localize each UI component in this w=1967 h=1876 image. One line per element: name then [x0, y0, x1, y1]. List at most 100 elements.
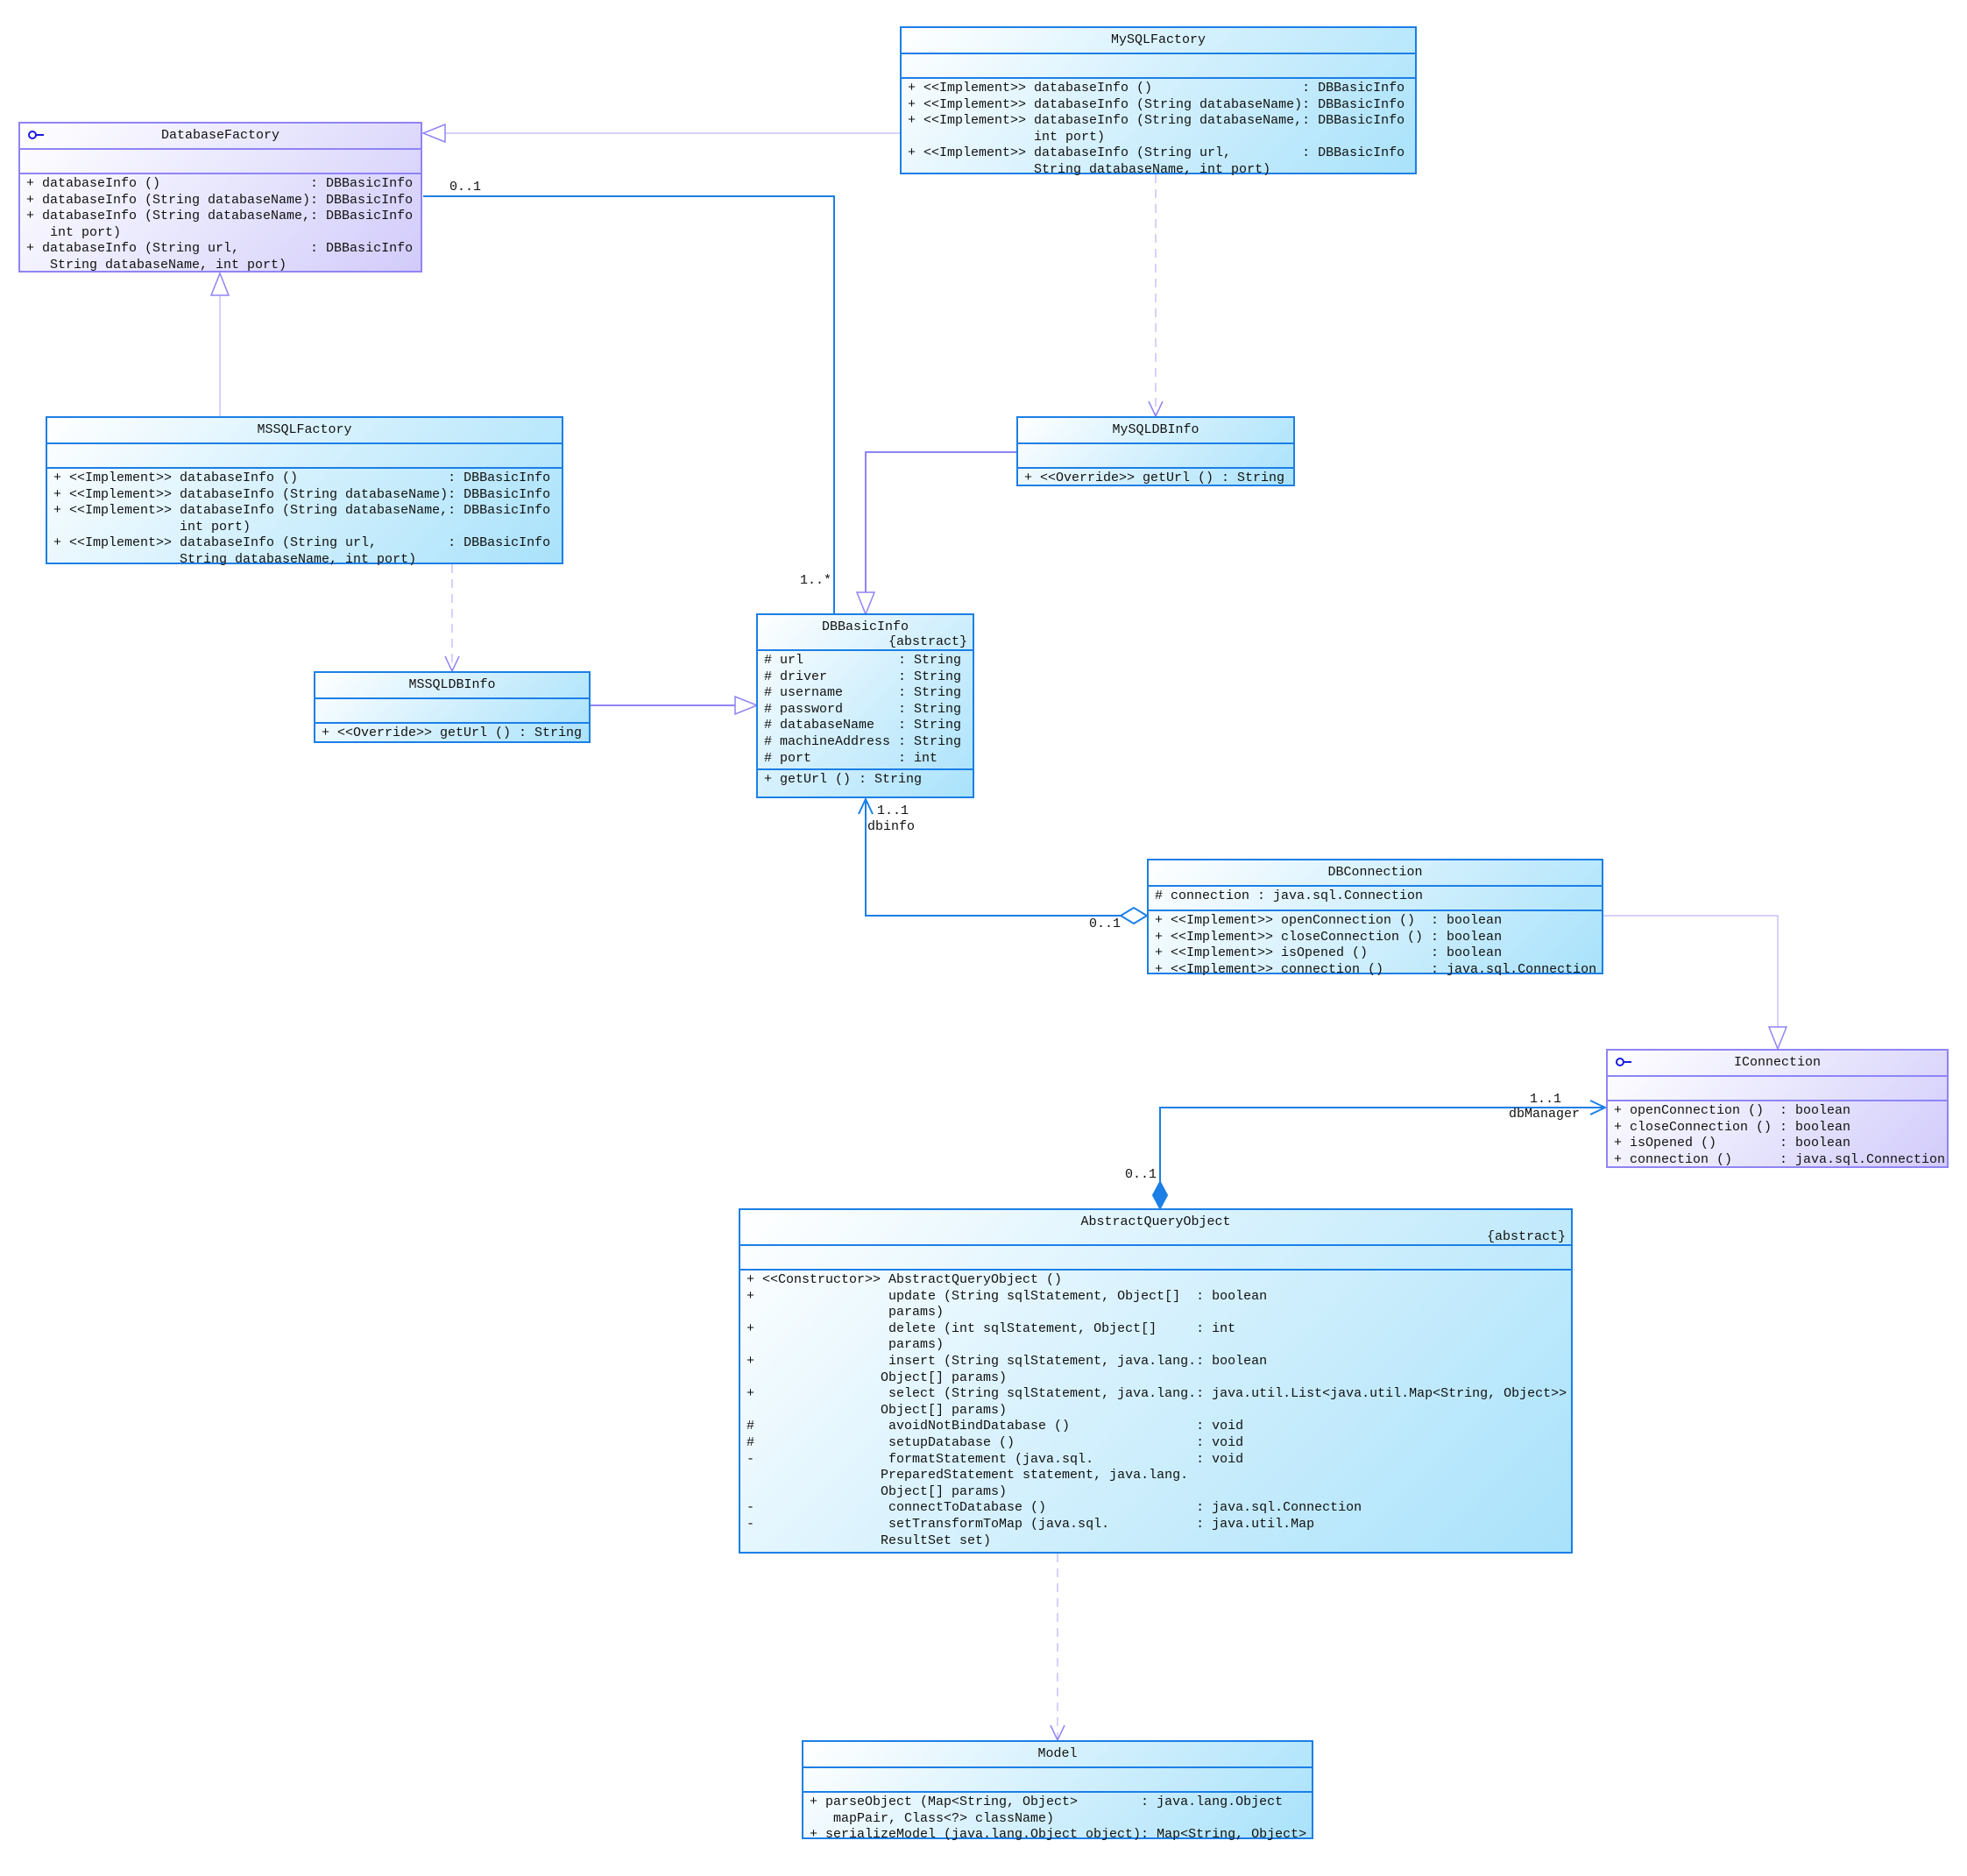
attributes-section — [902, 54, 1415, 79]
operation: + <<Implement>> databaseInfo (String dat… — [53, 503, 551, 534]
class-header: MySQLFactory — [902, 28, 1415, 54]
attributes-section: # url : String# driver : String# usernam… — [758, 651, 973, 771]
attributes-section — [1608, 1077, 1947, 1101]
operation: - formatStatement (java.sql. : void Prep… — [746, 1451, 1244, 1499]
operation: + <<Constructor>> AbstractQueryObject () — [746, 1272, 1063, 1287]
attributes-section — [1018, 444, 1293, 469]
attributes-section — [315, 699, 589, 724]
operation: + insert (String sqlStatement, java.lang… — [746, 1353, 1268, 1385]
class-name: MSSQLDBInfo — [408, 677, 496, 692]
class-header: Model — [803, 1742, 1312, 1768]
class-name: IConnection — [1733, 1055, 1822, 1070]
composition-diamond-icon — [1151, 1179, 1169, 1211]
operation: + <<Implement>> databaseInfo (String url… — [908, 145, 1405, 177]
class-model[interactable]: Model + parseObject (Map<String, Object> … — [802, 1740, 1313, 1842]
abstract-modifier: {abstract} — [888, 634, 967, 649]
operation: + <<Implement>> openConnection () : bool… — [1155, 913, 1503, 928]
class-database-factory[interactable]: DatabaseFactory + databaseInfo () : DBBas… — [18, 122, 422, 273]
class-header: MySQLDBInfo — [1018, 418, 1293, 444]
operation: + <<Implement>> databaseInfo () : DBBasi… — [908, 81, 1405, 96]
operations-section: + <<Override>> getUrl () : String — [1018, 469, 1293, 492]
class-name: AbstractQueryObject — [1080, 1214, 1231, 1229]
class-header: IConnection — [1608, 1051, 1947, 1077]
operations-section: + <<Implement>> databaseInfo () : DBBasi… — [902, 79, 1415, 177]
attribute: # machineAddress : String — [764, 733, 962, 749]
operation: - setTransformToMap (java.sql. : java.ut… — [746, 1516, 1315, 1548]
operations-section: + openConnection () : boolean+ closeConn… — [1608, 1101, 1947, 1167]
class-name: DatabaseFactory — [160, 128, 280, 143]
operation: + getUrl () : String — [764, 772, 923, 788]
operation: + closeConnection () : boolean — [1614, 1119, 1851, 1135]
operation: + <<Implement>> databaseInfo (String dat… — [53, 486, 551, 502]
interface-lollipop-icon — [1615, 1056, 1632, 1068]
multiplicity-label: 1..1 — [877, 803, 909, 818]
operation: + <<Implement>> isOpened () : boolean — [1155, 945, 1503, 961]
operation: + select (String sqlStatement, java.lang… — [746, 1386, 1567, 1418]
attribute: # driver : String — [764, 669, 962, 684]
operation: + databaseInfo (String databaseName): DB… — [26, 192, 414, 208]
class-header: DBConnection — [1149, 860, 1602, 887]
attribute: # password : String — [764, 701, 962, 717]
class-header: AbstractQueryObject {abstract} — [740, 1210, 1571, 1246]
class-dbbasic-info[interactable]: DBBasicInfo{abstract}# url : String# dri… — [756, 613, 974, 798]
class-mssqlfactory[interactable]: MSSQLFactory+ <<Implement>> databaseInfo… — [46, 416, 563, 567]
operation: # setupDatabase () : void — [746, 1434, 1244, 1450]
attribute: # databaseName : String — [764, 718, 962, 733]
operation: - connectToDatabase () : java.sql.Connec… — [746, 1500, 1362, 1516]
operation: + <<Implement>> databaseInfo () : DBBasi… — [53, 471, 551, 485]
operation: + serializeModel (java.lang.Object objec… — [810, 1827, 1307, 1843]
operation: + <<Implement>> closeConnection () : boo… — [1155, 929, 1503, 945]
abstract-modifier: {abstract} — [1486, 1229, 1566, 1244]
aggregation-diamond-icon — [1119, 906, 1149, 925]
operations-section: + parseObject (Map<String, Object> : jav… — [803, 1793, 1312, 1842]
operation: + connection () : java.sql.Connection — [1614, 1151, 1946, 1167]
generalization-mysqldbinfo-dbbasicinfo — [866, 451, 1016, 614]
attribute: # port : int — [764, 750, 938, 766]
composition-abstractqueryobject-iconnection — [1159, 1108, 1605, 1182]
operation: + <<Implement>> databaseInfo (String dat… — [908, 96, 1405, 112]
multiplicity-label: 1..* — [800, 573, 832, 588]
class-my-sqldbinfo[interactable]: MySQLDBInfo + <<Override>> getUrl () : St… — [1016, 416, 1295, 486]
class-my-sqlfactory[interactable]: MySQLFactory + <<Implement>> databaseInfo… — [900, 26, 1417, 177]
class-mssqldbinfo[interactable]: MSSQLDBInfo + <<Override>> getUrl () : St… — [314, 671, 591, 743]
role-label: dbManager — [1509, 1107, 1581, 1122]
operations-section: + <<Implement>> openConnection () : bool… — [1149, 911, 1602, 977]
role-label: dbinfo — [867, 819, 916, 834]
aggregation-dbconnection-dbbasicinfo — [866, 799, 1121, 917]
operations-section: + databaseInfo () : DBBasicInfo+ databas… — [20, 174, 421, 273]
attributes-section — [803, 1768, 1312, 1793]
class-header: DBBasicInfo{abstract} — [758, 615, 973, 651]
operation: + <<Override>> getUrl () : String — [322, 726, 583, 740]
operation: # avoidNotBindDatabase () : void — [746, 1419, 1244, 1434]
operations-section: + <<Constructor>> AbstractQueryObject ()… — [740, 1271, 1571, 1552]
association-databasefactory-dbbasicinfo — [423, 195, 835, 613]
multiplicity-label: 0..1 — [449, 180, 482, 195]
attributes-section — [740, 1246, 1571, 1271]
operations-section: + <<Implement>> databaseInfo () : DBBasi… — [47, 469, 562, 567]
attribute: # username : String — [764, 685, 962, 701]
class-header: DatabaseFactory — [20, 124, 421, 150]
operation: + parseObject (Map<String, Object> : jav… — [810, 1795, 1284, 1826]
class-dbconnection[interactable]: DBConnection# connection : java.sql.Conn… — [1147, 859, 1603, 977]
operations-section: + getUrl () : String — [758, 770, 973, 796]
operation: + isOpened () : boolean — [1614, 1136, 1851, 1151]
operation: + <<Implement>> connection () : java.sql… — [1155, 961, 1597, 977]
class-name: MySQLFactory — [1110, 32, 1206, 47]
multiplicity-label: 0..1 — [1089, 917, 1121, 931]
class-header: MSSQLDBInfo — [315, 673, 589, 699]
operations-section: + <<Override>> getUrl () : String — [315, 724, 589, 747]
operation: + <<Override>> getUrl () : String — [1024, 471, 1285, 485]
operation: + databaseInfo (String databaseName,: DB… — [26, 209, 414, 240]
multiplicity-label: 0..1 — [1125, 1167, 1157, 1182]
class-name: Model — [1037, 1746, 1078, 1761]
operation: + delete (int sqlStatement, Object[] : i… — [746, 1320, 1236, 1353]
operation: + <<Implement>> databaseInfo (String dat… — [908, 113, 1405, 145]
interface-lollipop-icon — [27, 129, 45, 141]
class-iconnection[interactable]: IConnection + openConnection () : boolean… — [1606, 1049, 1949, 1168]
operation: + <<Implement>> databaseInfo (String url… — [53, 535, 551, 567]
class-abstract-query-object[interactable]: AbstractQueryObject {abstract} + <<Constru… — [739, 1208, 1573, 1554]
attributes-section: # connection : java.sql.Connection — [1149, 887, 1602, 911]
attributes-section — [47, 444, 562, 469]
realization-dbconnection-iconnection — [1603, 915, 1778, 1049]
